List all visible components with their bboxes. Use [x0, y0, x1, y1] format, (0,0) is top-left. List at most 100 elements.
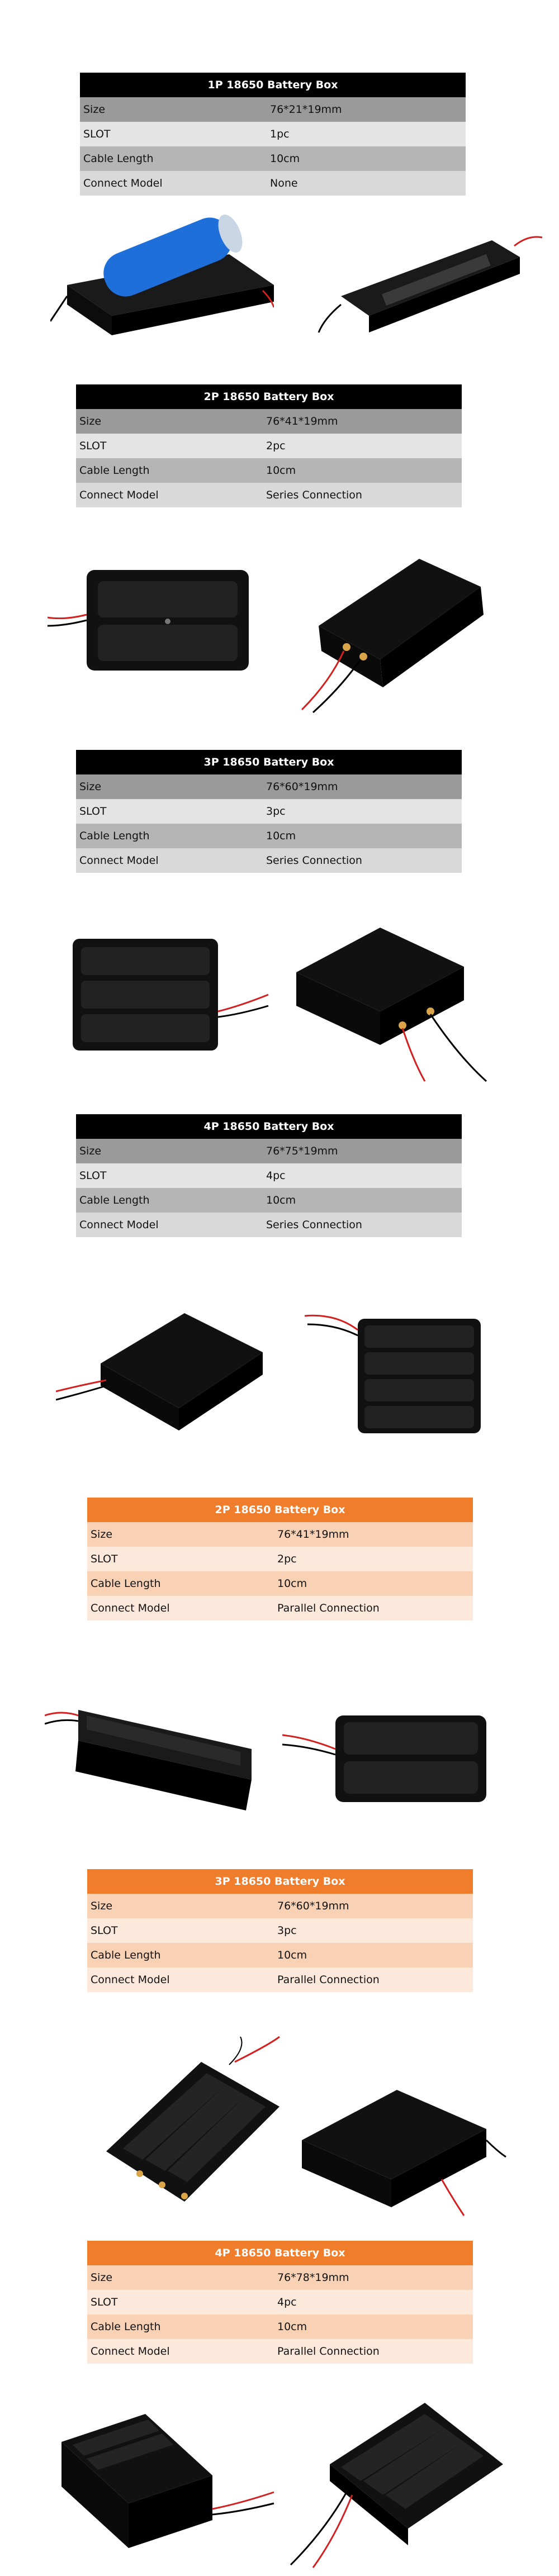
row-value: Parallel Connection: [277, 2345, 380, 2358]
table-row: SLOT 3pc: [76, 799, 462, 824]
row-key: Size: [91, 1528, 113, 1541]
row-key: Cable Length: [79, 1194, 150, 1206]
row-value: 2pc: [277, 1553, 297, 1565]
table-row: Connect Model Series Connection: [76, 483, 462, 507]
battery-box-3p-series-angle-image: [296, 928, 487, 1082]
table-row: Connect Model Series Connection: [76, 848, 462, 873]
row-value: 4pc: [266, 1170, 286, 1182]
row-value: 10cm: [277, 2321, 307, 2333]
row-value: 3pc: [266, 805, 286, 818]
table-title: 3P 18650 Battery Box: [76, 750, 462, 774]
table-title: 4P 18650 Battery Box: [76, 1114, 462, 1139]
row-key: Connect Model: [91, 1602, 170, 1614]
battery-box-3p-parallel-top-image: [106, 2036, 280, 2202]
table-title: 1P 18650 Battery Box: [80, 73, 466, 97]
table-row: Cable Length 10cm: [87, 1943, 473, 1967]
spec-table-3p-parallel: 3P 18650 Battery Box Size 76*60*19mm SLOT…: [87, 1869, 473, 1992]
row-key: Connect Model: [91, 1974, 170, 1986]
battery-box-3p-series-front-image: [73, 939, 269, 1051]
table-row: Size 76*21*19mm: [80, 97, 466, 122]
table-row: Cable Length 10cm: [80, 146, 466, 171]
row-value: None: [270, 177, 298, 189]
row-value: Series Connection: [266, 854, 362, 867]
table-row: Cable Length 10cm: [76, 458, 462, 483]
row-key: Connect Model: [91, 2345, 170, 2358]
battery-box-4p-parallel-top-image: [290, 2403, 503, 2568]
table-title: 2P 18650 Battery Box: [76, 384, 462, 409]
table-row: Size 76*75*19mm: [76, 1139, 462, 1163]
battery-box-4p-series-front-image: [304, 1314, 481, 1433]
table-row: Connect Model Parallel Connection: [87, 1596, 473, 1620]
battery-box-4p-parallel-angle-image: [61, 2414, 274, 2548]
row-key: Size: [79, 1145, 102, 1157]
table-row: Connect Model Parallel Connection: [87, 2339, 473, 2364]
row-key: Connect Model: [79, 489, 159, 501]
row-key: Cable Length: [79, 464, 150, 477]
row-value: 76*60*19mm: [277, 1900, 349, 1912]
table-row: Size 76*60*19mm: [76, 774, 462, 799]
row-value: 10cm: [277, 1577, 307, 1590]
row-value: 1pc: [270, 128, 290, 140]
row-value: 10cm: [277, 1949, 307, 1961]
row-key: SLOT: [83, 128, 111, 140]
table-row: SLOT 2pc: [87, 1547, 473, 1571]
table-row: Connect Model None: [80, 171, 466, 196]
battery-box-2p-series-angle-image: [301, 559, 484, 714]
row-key: Cable Length: [83, 153, 154, 165]
battery-box-2p-parallel-front-image: [282, 1715, 486, 1802]
table-row: SLOT 1pc: [80, 122, 466, 146]
table-row: SLOT 4pc: [87, 2290, 473, 2314]
row-key: Connect Model: [79, 854, 159, 867]
row-value: Series Connection: [266, 1219, 362, 1231]
row-key: Connect Model: [83, 177, 163, 189]
spec-table-2p-parallel: 2P 18650 Battery Box Size 76*41*19mm SLOT…: [87, 1498, 473, 1620]
row-key: Size: [91, 1900, 113, 1912]
table-row: SLOT 3pc: [87, 1918, 473, 1943]
row-value: 2pc: [266, 440, 286, 452]
row-key: Cable Length: [91, 1577, 161, 1590]
row-value: 76*75*19mm: [266, 1145, 338, 1157]
row-key: Size: [79, 415, 102, 427]
row-value: 76*41*19mm: [277, 1528, 349, 1541]
row-key: SLOT: [91, 1924, 118, 1937]
table-row: Size 76*60*19mm: [87, 1894, 473, 1918]
table-title: 4P 18650 Battery Box: [87, 2241, 473, 2265]
row-key: Cable Length: [91, 1949, 161, 1961]
row-value: Parallel Connection: [277, 1974, 380, 1986]
row-key: Size: [91, 2271, 113, 2284]
table-row: Size 76*41*19mm: [87, 1522, 473, 1547]
row-value: 10cm: [266, 464, 296, 477]
row-key: Size: [83, 103, 106, 116]
row-value: 3pc: [277, 1924, 297, 1937]
spec-table-3p-series: 3P 18650 Battery Box Size 76*60*19mm SLOT…: [76, 750, 462, 873]
row-value: 4pc: [277, 2296, 297, 2308]
row-value: Parallel Connection: [277, 1602, 380, 1614]
row-value: Series Connection: [266, 489, 362, 501]
row-value: 10cm: [266, 830, 296, 842]
table-row: Cable Length 10cm: [87, 1571, 473, 1596]
row-key: Size: [79, 781, 102, 793]
table-row: SLOT 4pc: [76, 1163, 462, 1188]
battery-box-1p-with-cell-image: [50, 214, 274, 335]
row-key: SLOT: [79, 1170, 107, 1182]
spec-table-1p: 1P 18650 Battery Box Size 76*21*19mm SLOT…: [80, 73, 466, 196]
spec-table-4p-series: 4P 18650 Battery Box Size 76*75*19mm SLOT…: [76, 1114, 462, 1237]
battery-box-4p-series-angle-image: [56, 1313, 263, 1430]
table-title: 3P 18650 Battery Box: [87, 1869, 473, 1894]
row-key: Connect Model: [79, 1219, 159, 1231]
row-key: SLOT: [91, 1553, 118, 1565]
row-key: SLOT: [79, 805, 107, 818]
row-key: SLOT: [91, 2296, 118, 2308]
battery-box-2p-parallel-angle-image: [45, 1710, 252, 1810]
row-value: 76*21*19mm: [270, 103, 342, 116]
table-title: 2P 18650 Battery Box: [87, 1498, 473, 1522]
row-value: 76*60*19mm: [266, 781, 338, 793]
battery-box-1p-image: [318, 236, 543, 333]
row-value: 10cm: [270, 153, 300, 165]
